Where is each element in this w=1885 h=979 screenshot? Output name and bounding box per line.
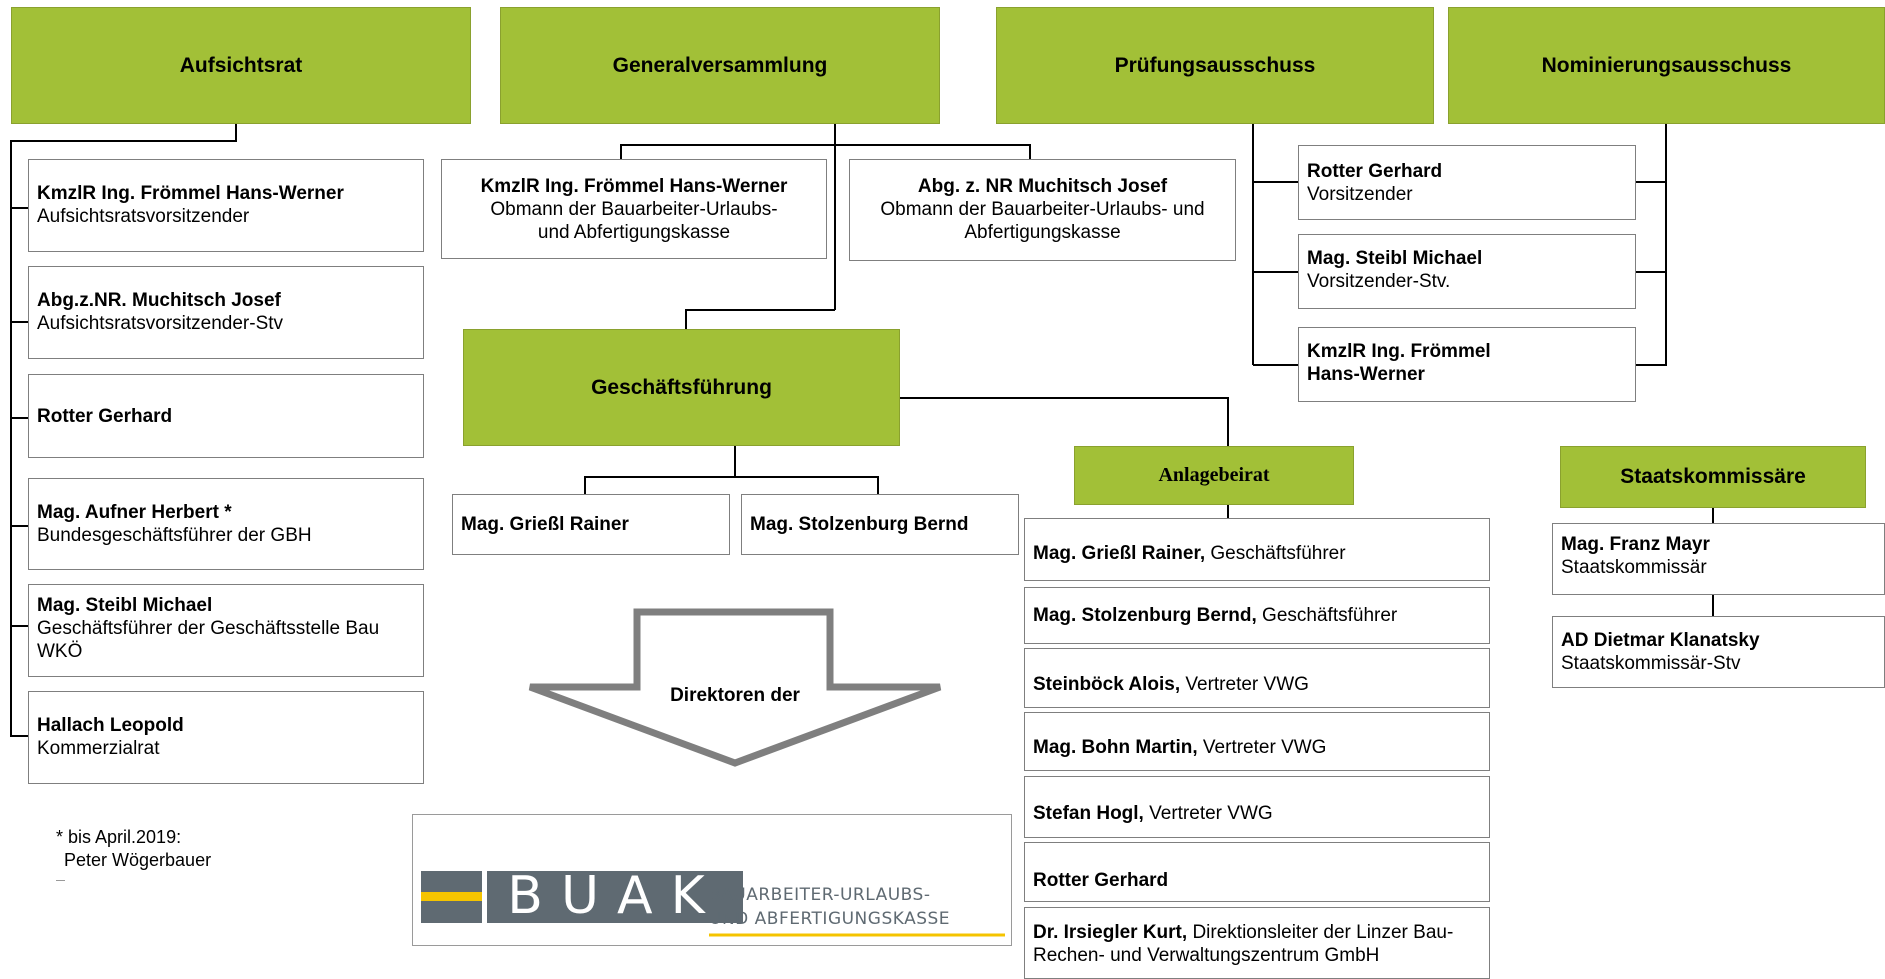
footnote-line-2: Peter Wögerbauer	[64, 850, 212, 870]
member-name: AD Dietmar Klanatsky	[1561, 630, 1760, 651]
member-name: Rotter Gerhard	[1033, 869, 1169, 891]
aufsichtsrat-member-2: Abg.z.NR. Muchitsch Josef Aufsichtsratsv…	[28, 266, 424, 359]
buak-subtitle-line-2: UND ABFERTIGUNGSKASSE	[709, 909, 951, 929]
member-role: Vertreter VWG	[1143, 802, 1273, 824]
member-role: Kommerzialrat	[37, 738, 160, 759]
member-name: Mag. Aufner Herbert *	[37, 502, 232, 523]
member-role: Obmann der Bauarbeiter-Urlaubs- und Abfe…	[490, 199, 778, 243]
member-name: Rotter Gerhard	[37, 405, 173, 427]
anlagebeirat-member-7: Dr. Irsiegler Kurt, Direktionsleiter der…	[1024, 907, 1490, 979]
header-generalversammlung: Generalversammlung	[500, 7, 940, 124]
member-role: Obmann der Bauarbeiter-Urlaubs- und Abfe…	[880, 199, 1205, 243]
buak-wordmark: BUAK	[507, 866, 723, 926]
staatskommissaere-member-2: AD Dietmar Klanatsky Staatskommissär-Stv	[1552, 616, 1885, 688]
member-role: Direktionsleiter der Linzer Bau-Rechen- …	[1033, 922, 1454, 966]
member-name: Rotter Gerhard	[1307, 161, 1443, 182]
member-role: Vorsitzender-Stv.	[1307, 271, 1451, 292]
member-name: KmzlR Ing. Frömmel Hans-Werner	[480, 176, 788, 197]
member-name: Hallach Leopold	[37, 715, 184, 736]
anlagebeirat-member-5: Stefan Hogl, Vertreter VWG	[1024, 776, 1490, 838]
member-role: Vertreter VWG	[1180, 673, 1309, 695]
member-name: Mag. Grießl Rainer	[461, 514, 629, 535]
geschaeftsfuehrung-member-2: Mag. Stolzenburg Bernd	[741, 494, 1019, 555]
member-name: Mag. Steibl Michael	[37, 595, 213, 616]
aufsichtsrat-member-6: Hallach Leopold Kommerzialrat	[28, 691, 424, 784]
connector-geschaeftsfuehrung	[900, 397, 1229, 446]
connector-nominierungsausschuss	[1636, 124, 1667, 366]
header-aufsichtsrat: Aufsichtsrat	[11, 7, 471, 124]
member-name: Dr. Irsiegler Kurt,	[1033, 922, 1188, 943]
anlagebeirat-member-4: Mag. Bohn Martin, Vertreter VWG	[1024, 712, 1490, 771]
member-role: Bundesgeschäftsführer der GBH	[37, 525, 312, 546]
member-role: Aufsichtsratsvorsitzender	[37, 206, 250, 227]
member-name: Stefan Hogl,	[1033, 802, 1144, 824]
footnote-line-1: * bis April.2019:	[56, 827, 182, 847]
aufsichtsrat-member-5: Mag. Steibl Michael Geschäftsführer der …	[28, 584, 424, 677]
member-role: Geschäftsführer der Geschäftsstelle Bau …	[37, 618, 380, 662]
member-name: Abg. z. NR Muchitsch Josef	[917, 176, 1168, 197]
header-staatskommissaere: Staatskommissäre	[1560, 446, 1866, 508]
member-name: Abg.z.NR. Muchitsch Josef	[37, 290, 281, 311]
footnote-rule	[56, 880, 65, 881]
member-name: Steinböck Alois,	[1033, 673, 1181, 695]
member-role: Geschäftsführer	[1256, 605, 1398, 626]
member-name: Mag. Bohn Martin,	[1033, 737, 1198, 758]
member-role: Aufsichtsratsvorsitzender-Stv	[37, 313, 284, 334]
anlagebeirat-member-6: Rotter Gerhard	[1024, 842, 1490, 902]
member-role: Geschäftsführer	[1205, 543, 1346, 564]
connector-aufsichtsrat	[10, 124, 237, 737]
aufsichtsrat-member-4: Mag. Aufner Herbert * Bundesgeschäftsfüh…	[28, 478, 424, 570]
footnote: * bis April.2019: Peter Wögerbauer	[56, 826, 211, 881]
pruefungsausschuss-member-2: Mag. Steibl Michael Vorsitzender-Stv.	[1298, 234, 1636, 309]
member-name: Mag. Steibl Michael	[1307, 248, 1483, 269]
geschaeftsfuehrung-member-1: Mag. Grießl Rainer	[452, 494, 730, 555]
member-name: Mag. Franz Mayr	[1561, 534, 1710, 555]
buak-subtitle: BAUARBEITER-URLAUBS- UND ABFERTIGUNGSKAS…	[709, 883, 950, 931]
direktoren-label: Direktoren der	[670, 685, 800, 706]
buak-subtitle-line-1: BAUARBEITER-URLAUBS-	[709, 885, 931, 905]
member-name: Mag. Grießl Rainer,	[1033, 543, 1206, 564]
member-role: Vorsitzender	[1307, 184, 1413, 205]
staatskommissaere-member-1: Mag. Franz Mayr Staatskommissär	[1552, 523, 1885, 595]
member-name: KmzlR Ing. Frömmel Hans-Werner	[37, 183, 344, 204]
member-role: Staatskommissär-Stv	[1561, 653, 1741, 674]
aufsichtsrat-member-1: KmzlR Ing. Frömmel Hans-Werner Aufsichts…	[28, 159, 424, 252]
aufsichtsrat-member-3: Rotter Gerhard	[28, 374, 424, 458]
member-role: Vertreter VWG	[1197, 737, 1327, 758]
member-name: Mag. Stolzenburg Bernd	[750, 514, 969, 535]
generalversammlung-member-1: KmzlR Ing. Frömmel Hans-Werner Obmann de…	[441, 159, 827, 259]
member-name: KmzlR Ing. Frömmel Hans-Werner	[1307, 341, 1491, 385]
member-name: Mag. Stolzenburg Bernd,	[1033, 605, 1257, 626]
buak-logo-graphic	[421, 871, 1005, 937]
member-role: Staatskommissär	[1561, 557, 1707, 578]
header-geschaeftsfuehrung: Geschäftsführung	[463, 329, 900, 446]
anlagebeirat-member-1: Mag. Grießl Rainer, Geschäftsführer	[1024, 518, 1490, 581]
header-anlagebeirat: Anlagebeirat	[1074, 446, 1354, 505]
pruefungsausschuss-member-3: KmzlR Ing. Frömmel Hans-Werner	[1298, 327, 1636, 402]
down-arrow-shape	[528, 608, 942, 767]
header-nominierungsausschuss: Nominierungsausschuss	[1448, 7, 1885, 124]
buak-logo: BUAK BAUARBEITER-URLAUBS- UND ABFERTIGUN…	[412, 814, 1012, 946]
anlagebeirat-member-3: Steinböck Alois, Vertreter VWG	[1024, 648, 1490, 708]
anlagebeirat-member-2: Mag. Stolzenburg Bernd, Geschäftsführer	[1024, 587, 1490, 644]
pruefungsausschuss-member-1: Rotter Gerhard Vorsitzender	[1298, 145, 1636, 220]
header-pruefungsausschuss: Prüfungsausschuss	[996, 7, 1434, 124]
generalversammlung-member-2: Abg. z. NR Muchitsch Josef Obmann der Ba…	[849, 159, 1236, 261]
